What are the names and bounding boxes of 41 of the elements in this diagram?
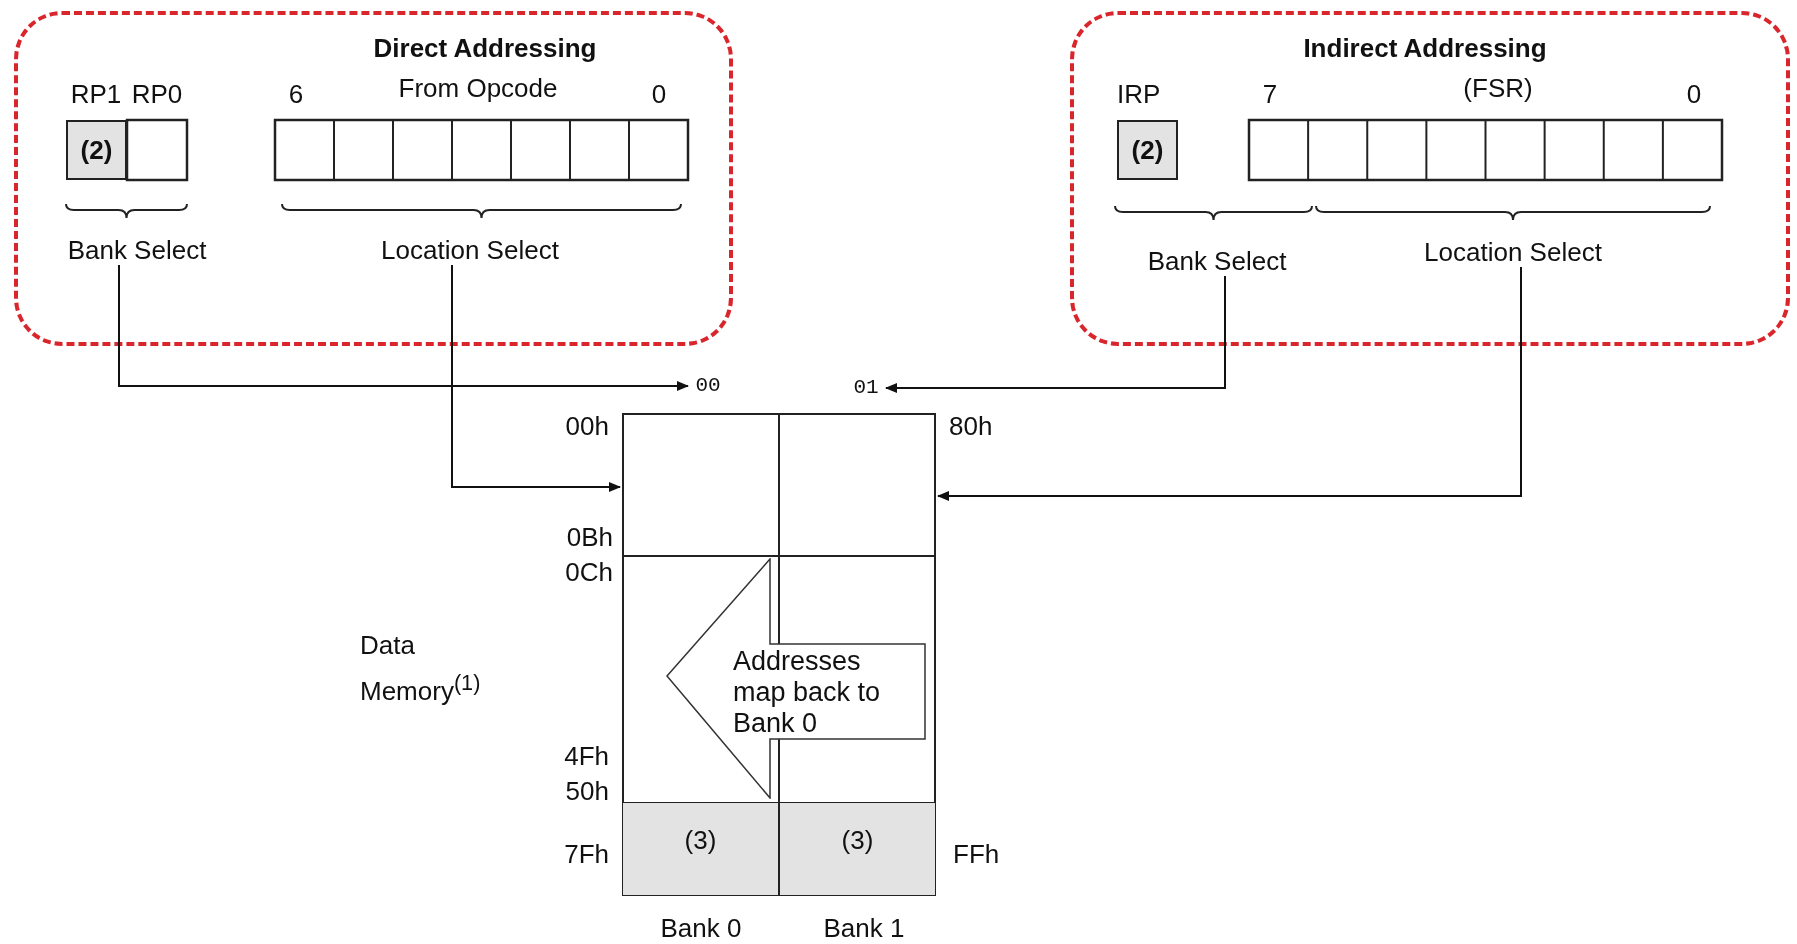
address-label: 00h — [565, 411, 609, 441]
dashed-panel — [14, 11, 733, 346]
panel-title: Indirect Addressing — [1303, 33, 1547, 63]
bank-label: Bank 0 — [660, 913, 742, 943]
arrow — [885, 275, 1226, 393]
callout-text: Addresses map back to Bank 0 — [733, 646, 882, 739]
bit-label: RP1 — [70, 79, 122, 109]
bit-number: 7 — [1262, 79, 1278, 109]
bit-number: 0 — [1686, 79, 1702, 109]
address-label: 80h — [949, 411, 993, 441]
bit-label: RP0 — [131, 79, 183, 109]
shaded-bit-cell: (2) — [1117, 120, 1178, 180]
field-label: Bank Select — [1142, 246, 1292, 276]
arrow — [451, 264, 621, 492]
panel-title: Direct Addressing — [373, 33, 597, 63]
memory-map — [622, 413, 936, 896]
bit-number: 6 — [288, 79, 304, 109]
address-label: 50h — [565, 776, 609, 806]
bank-number: 00 — [690, 373, 726, 399]
bank-number: 01 — [848, 375, 884, 401]
arrow — [937, 266, 1522, 501]
address-label: 7Fh — [564, 839, 609, 869]
address-label: FFh — [953, 839, 1000, 869]
memory-caption: Data Memory$^{(1)}$ — [360, 629, 482, 708]
field-label: Bank Select — [62, 235, 212, 265]
address-label: 4Fh — [564, 741, 609, 771]
shaded-memory-cell: (3) — [779, 802, 936, 896]
field-label: Location Select — [1413, 237, 1613, 267]
shaded-memory-cell: (3) — [622, 802, 779, 896]
bit-label: IRP — [1117, 79, 1161, 109]
callout-arrow — [666, 558, 926, 799]
register-caption: (FSR) — [1463, 73, 1533, 103]
field-label: Location Select — [370, 235, 570, 265]
shaded-bit-cell: (2) — [66, 120, 127, 180]
arrow — [118, 264, 689, 391]
bank-label: Bank 1 — [823, 913, 905, 943]
address-label: 0Bh — [566, 522, 613, 552]
dashed-panel — [1070, 11, 1790, 346]
bit-number: 0 — [651, 79, 667, 109]
address-label: 0Ch — [565, 557, 613, 587]
register-caption: From Opcode — [398, 73, 558, 103]
